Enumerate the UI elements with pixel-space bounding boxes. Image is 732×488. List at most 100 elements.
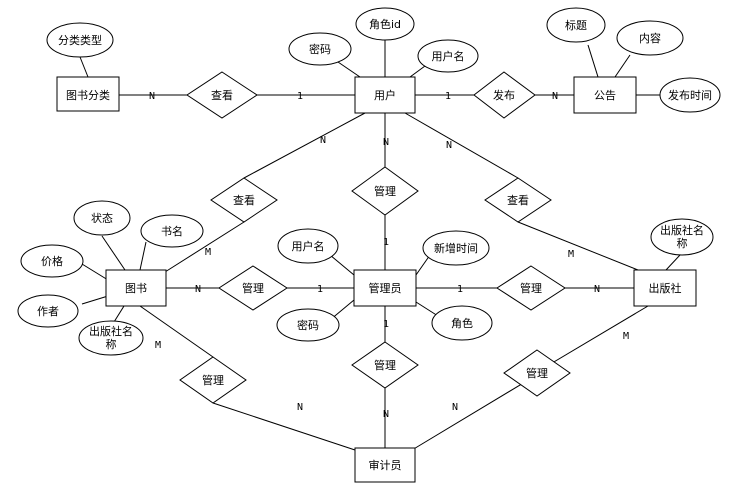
card-auditbook-auditor: N bbox=[297, 402, 303, 413]
entity-publisher bbox=[633, 269, 697, 307]
card-view-user: 1 bbox=[297, 91, 303, 102]
edge-author-book bbox=[81, 295, 109, 305]
attr-category-type bbox=[46, 22, 114, 58]
edge-bookpub-book bbox=[113, 305, 125, 323]
card-managebook-admin: 1 bbox=[317, 284, 323, 295]
entity-user bbox=[354, 76, 416, 114]
attr-admin-user-name-label: 用户名 bbox=[292, 239, 325, 253]
attr-title bbox=[546, 7, 606, 43]
attr-add-time-label: 新增时间 bbox=[434, 241, 478, 255]
card-book-managebook: N bbox=[195, 284, 201, 295]
edge-user-viewbook bbox=[243, 112, 366, 179]
edge-price-book bbox=[81, 263, 109, 281]
rel-publish-label: 发布 bbox=[493, 88, 515, 102]
attr-user-name bbox=[417, 39, 479, 73]
rel-view-book bbox=[210, 177, 278, 223]
attr-role bbox=[431, 305, 493, 341]
rel-publish bbox=[473, 71, 536, 119]
attr-admin-user-name bbox=[277, 228, 339, 264]
attr-publisher-name-label-2: 称 bbox=[677, 236, 688, 250]
attr-book-name bbox=[140, 214, 204, 248]
card-managepub-publisher: N bbox=[594, 284, 600, 295]
attr-user-password-label: 密码 bbox=[309, 42, 331, 56]
card-user-publish: 1 bbox=[445, 91, 451, 102]
attr-title-label: 标题 bbox=[565, 18, 587, 32]
attr-publisher-name-label-1: 出版社名 bbox=[660, 223, 704, 237]
rel-manage-publisher bbox=[496, 265, 566, 311]
entity-book-category-label: 图书分类 bbox=[66, 88, 110, 102]
rel-view-publisher bbox=[484, 177, 552, 223]
attr-role-label: 角色 bbox=[451, 316, 473, 330]
rel-audit-book-label: 管理 bbox=[202, 373, 224, 387]
edge-username-admin bbox=[329, 254, 355, 276]
relationships: 查看 发布 查看 管理 查看 管理 管理 管理 管理 管理 bbox=[179, 71, 571, 404]
attr-user-password bbox=[288, 32, 352, 66]
edge-username-user bbox=[409, 65, 426, 78]
attr-publish-time bbox=[659, 77, 721, 113]
rel-audit-book bbox=[179, 356, 247, 404]
entity-auditor bbox=[354, 447, 416, 483]
edges bbox=[79, 39, 681, 451]
card-admin-auditadmin: 1 bbox=[383, 319, 389, 330]
attr-status-label: 状态 bbox=[91, 211, 113, 225]
edge-role-admin bbox=[415, 301, 439, 317]
card-publisher-auditpub: M bbox=[623, 331, 629, 342]
entity-admin bbox=[353, 269, 417, 307]
attributes: 分类类型 角色id 密码 用户名 标题 内容 发布时间 状态 书名 价格 作者 … bbox=[17, 7, 721, 356]
entity-book-category bbox=[56, 76, 120, 112]
rel-manage-book bbox=[218, 265, 288, 311]
edge-addtime-admin bbox=[415, 254, 431, 276]
rel-audit-admin-label: 管理 bbox=[374, 358, 396, 372]
edge-pubname-publisher bbox=[665, 254, 681, 271]
edge-auditbook-auditor bbox=[212, 402, 356, 451]
rel-manage-publisher-label: 管理 bbox=[520, 281, 542, 295]
edge-categorytype-category bbox=[79, 56, 89, 78]
card-admin-managepub: 1 bbox=[457, 284, 463, 295]
card-auditadmin-auditor: N bbox=[383, 409, 389, 420]
attr-publisher-name bbox=[650, 218, 714, 256]
attr-admin-password bbox=[276, 308, 340, 342]
attr-price bbox=[20, 244, 84, 278]
attr-admin-password-label: 密码 bbox=[297, 318, 319, 332]
rel-audit-publisher bbox=[503, 349, 571, 397]
attr-book-publisher bbox=[78, 320, 144, 356]
attr-book-publisher-label-1: 出版社名 bbox=[89, 324, 133, 338]
card-category-view: N bbox=[149, 91, 155, 102]
cardinalities: N 1 1 N N M N 1 N M N 1 1 N M N 1 N N M bbox=[149, 91, 629, 420]
entity-announcement bbox=[573, 76, 637, 114]
rel-audit-admin bbox=[351, 341, 419, 389]
attr-author bbox=[17, 294, 79, 328]
attr-publish-time-label: 发布时间 bbox=[668, 88, 712, 102]
entity-publisher-label: 出版社 bbox=[649, 281, 682, 295]
rel-view-book-label: 查看 bbox=[233, 193, 255, 207]
attr-content-label: 内容 bbox=[639, 31, 661, 45]
card-user-manage: N bbox=[383, 137, 389, 148]
attr-content bbox=[616, 20, 684, 56]
rel-manage-user-label: 管理 bbox=[374, 184, 396, 198]
edge-status-book bbox=[101, 235, 126, 271]
card-user-viewbook: N bbox=[320, 135, 326, 146]
attr-status bbox=[73, 200, 131, 236]
card-auditpub-auditor: N bbox=[452, 402, 458, 413]
attr-book-name-label: 书名 bbox=[161, 224, 183, 238]
attr-category-type-label: 分类类型 bbox=[58, 33, 102, 47]
rel-manage-user bbox=[351, 166, 419, 216]
card-publish-announcement: N bbox=[552, 91, 558, 102]
edge-content-announcement bbox=[614, 54, 631, 78]
attr-role-id bbox=[355, 7, 415, 41]
entity-book bbox=[105, 269, 167, 307]
entity-book-label: 图书 bbox=[125, 282, 147, 295]
edge-title-announcement bbox=[587, 44, 599, 78]
edge-user-viewpub bbox=[404, 112, 519, 179]
edge-publisher-auditpub bbox=[536, 305, 649, 373]
entity-announcement-label: 公告 bbox=[594, 89, 616, 102]
attr-user-name-label: 用户名 bbox=[432, 49, 465, 63]
card-viewpub-publisher: M bbox=[568, 249, 574, 260]
entity-auditor-label: 审计员 bbox=[369, 458, 402, 472]
rel-view-category bbox=[186, 71, 258, 119]
rel-view-category-label: 查看 bbox=[211, 88, 233, 102]
edge-viewpub-publisher bbox=[517, 221, 639, 271]
entity-admin-label: 管理员 bbox=[369, 281, 402, 295]
attr-price-label: 价格 bbox=[41, 254, 63, 268]
